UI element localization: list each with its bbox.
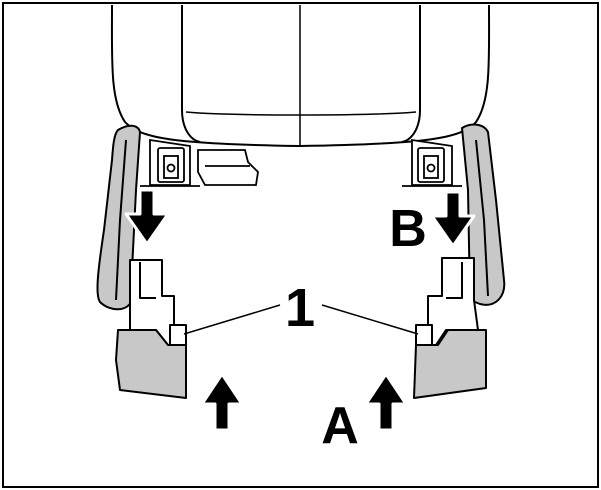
down-arrow-right xyxy=(430,190,476,248)
arrow-label-a: A xyxy=(321,397,359,455)
callout-number-1: 1 xyxy=(285,278,315,338)
down-arrow-left xyxy=(124,188,170,246)
seat-cushion xyxy=(110,4,491,147)
arrow-label-b: B xyxy=(389,200,427,258)
up-arrow-left xyxy=(200,372,244,432)
right-rail-cover xyxy=(413,123,506,399)
up-arrow-right xyxy=(364,372,408,432)
left-rail-cover xyxy=(96,124,187,399)
callout-leaders xyxy=(183,304,419,335)
seat-adjust-lever xyxy=(197,149,259,186)
right-rail-bracket xyxy=(402,138,462,187)
left-rail-bracket xyxy=(140,138,200,187)
